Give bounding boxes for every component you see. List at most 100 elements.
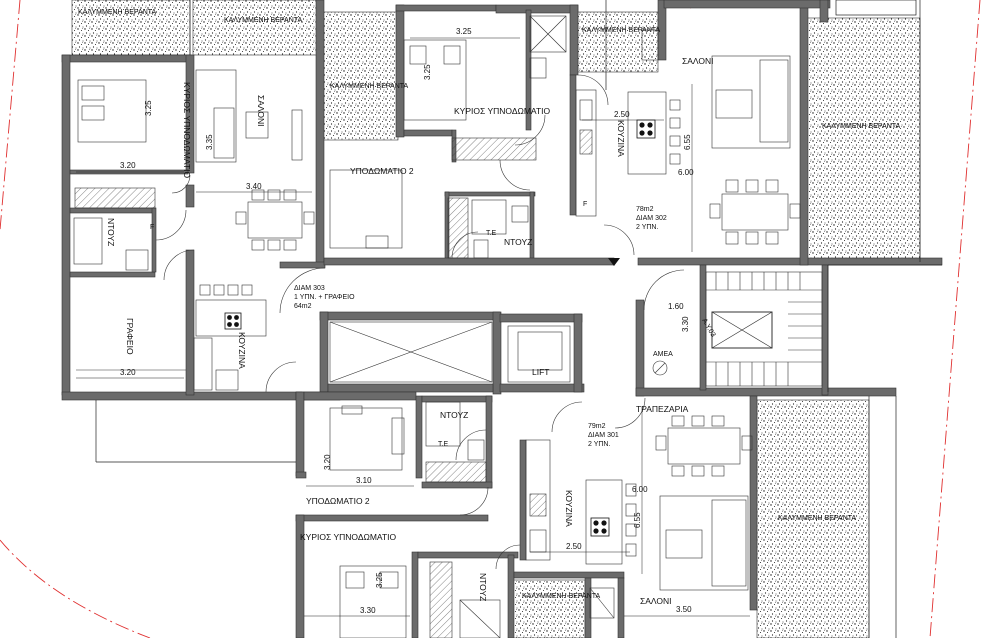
fridge-mark: F bbox=[150, 224, 154, 231]
dimension: 2.50 bbox=[614, 110, 630, 119]
dimension: 6.55 bbox=[633, 512, 642, 528]
label-covered-veranda: ΚΑΛΥΜΜΕΝΗ ΒΕΡΑΝΤΑ bbox=[778, 515, 857, 522]
tv-unit bbox=[291, 109, 303, 161]
dimension: 6.00 bbox=[632, 485, 648, 494]
dimension: 6.00 bbox=[678, 168, 694, 177]
veranda-301-bottom bbox=[512, 579, 586, 638]
sofa bbox=[711, 55, 791, 149]
apt-303-furniture bbox=[73, 69, 326, 393]
sofa bbox=[195, 69, 237, 163]
veranda-302-right bbox=[804, 17, 921, 261]
label-covered-veranda: ΚΑΛΥΜΜΕΝΗ ΒΕΡΑΝΤΑ bbox=[78, 9, 157, 16]
thin-lines bbox=[95, 0, 942, 638]
lift-car bbox=[507, 325, 571, 383]
apt-302-name: ΔΙΑΜ 302 bbox=[636, 215, 667, 222]
dimension: 6.55 bbox=[683, 134, 692, 150]
apt-302-furniture bbox=[329, 15, 801, 259]
dimension: 1.60 bbox=[668, 302, 684, 311]
label-kitchen: ΚΟΥΖΙΝΑ bbox=[564, 490, 574, 527]
dimension: 3.25 bbox=[456, 27, 472, 36]
label-dining-room: ΤΡΑΠΕΖΑΡΙΑ bbox=[636, 404, 689, 414]
shower-tray-2 bbox=[471, 199, 507, 235]
dimension: 3.25 bbox=[144, 100, 153, 116]
cooktop-icon bbox=[224, 312, 242, 330]
dining-table bbox=[721, 193, 789, 231]
veranda-303-left bbox=[71, 0, 191, 56]
label-master-bedroom: ΚΥΡΙΟΣ ΥΠΝΟΔΩΜΑΤΙΟ bbox=[182, 82, 192, 179]
label-shower: ΝΤΟΥΖ bbox=[478, 573, 488, 601]
kitchen-counter bbox=[525, 439, 551, 561]
apt-303-area: 64m2 bbox=[294, 303, 312, 310]
label-shower: ΝΤΟΥΖ bbox=[440, 410, 468, 420]
apt-303-desc: 1 ΥΠΝ. + ΓΡΑΦΕΙΟ bbox=[294, 294, 355, 301]
sofa bbox=[659, 495, 749, 591]
wardrobe bbox=[425, 461, 487, 483]
fridge-mark: F bbox=[583, 201, 587, 208]
label-master-bedroom: ΚΥΡΙΟΣ ΥΠΝΟΔΩΜΑΤΙΟ bbox=[454, 106, 551, 116]
wardrobe bbox=[74, 187, 156, 209]
shower-tray bbox=[425, 401, 461, 447]
apt-302-area: 78m2 bbox=[636, 206, 654, 213]
wardrobe-2 bbox=[429, 561, 453, 638]
label-covered-veranda: ΚΑΛΥΜΜΕΝΗ ΒΕΡΑΝΤΑ bbox=[822, 123, 901, 130]
shower-tray-2 bbox=[459, 599, 501, 638]
dimension: 3.10 bbox=[356, 476, 372, 485]
dimension: 3.20 bbox=[323, 454, 332, 470]
dimension: 3.35 bbox=[205, 134, 214, 150]
label-toilet: Τ.Ε bbox=[486, 230, 496, 237]
basin bbox=[467, 439, 485, 461]
entry-arrow-icon bbox=[608, 258, 620, 266]
label-kitchen: ΚΟΥΖΙΝΑ bbox=[616, 120, 626, 157]
dimension: 3.30 bbox=[681, 316, 690, 332]
bed-2 bbox=[329, 407, 403, 471]
verandas bbox=[71, 0, 921, 638]
dimension: 3.25 bbox=[423, 64, 432, 80]
label-covered-veranda: ΚΑΛΥΜΜΕΝΗ ΒΕΡΑΝΤΑ bbox=[330, 83, 409, 90]
dining-table bbox=[667, 427, 741, 465]
label-covered-veranda: ΚΑΛΥΜΜΕΝΗ ΒΕΡΑΝΤΑ bbox=[522, 593, 601, 600]
wc-small bbox=[589, 587, 615, 619]
coffee-table bbox=[715, 89, 753, 119]
stair-treads bbox=[715, 272, 822, 386]
veranda-302-left bbox=[322, 11, 399, 141]
pillow bbox=[81, 105, 105, 121]
dining-table bbox=[247, 201, 303, 239]
basin bbox=[511, 205, 529, 223]
veranda-302-small bbox=[577, 11, 659, 73]
apartment-info: ΔΙΑΜ 303 1 ΥΠΝ. + ΓΡΑΦΕΙΟ 64m2 78m2 ΔΙΑΜ… bbox=[294, 206, 667, 448]
veranda-303-right bbox=[192, 0, 319, 56]
apt-302-desc: 2 ΥΠΝ. bbox=[636, 224, 658, 231]
pillow bbox=[81, 85, 105, 101]
coffee-table bbox=[665, 529, 703, 559]
wc-small bbox=[641, 29, 659, 61]
coffee-table bbox=[245, 111, 269, 139]
stairs bbox=[643, 269, 823, 387]
label-toilet: Τ.Ε bbox=[438, 441, 448, 448]
dimension: 3.25 bbox=[375, 572, 384, 588]
label-living-room: ΣΑΛΟΝΙ bbox=[682, 56, 714, 66]
apt-301-name: ΔΙΑΜ 301 bbox=[588, 432, 619, 439]
dimensions: 3.25 3.20 3.35 3.40 3.20 3.25 3.25 2.50 … bbox=[120, 27, 694, 615]
sofa-seat bbox=[213, 107, 235, 159]
dimension: 3.20 bbox=[120, 161, 136, 170]
toilet bbox=[529, 57, 547, 79]
bed bbox=[339, 565, 407, 638]
veranda-301-right bbox=[756, 399, 870, 638]
cooktop-icon bbox=[590, 517, 610, 537]
label-kitchen: ΚΟΥΖΙΝΑ bbox=[237, 332, 247, 369]
label-shower: ΝΤΟΥΖ bbox=[504, 237, 532, 247]
apt-303-name: ΔΙΑΜ 303 bbox=[294, 285, 325, 292]
core bbox=[329, 321, 571, 383]
label-living-room: ΣΑΛΟΝΙ bbox=[640, 596, 672, 606]
dimension: 3.20 bbox=[120, 368, 136, 377]
wardrobe bbox=[451, 137, 537, 161]
bed bbox=[77, 79, 147, 143]
label-office: ΓΡΑΦΕΙΟ bbox=[125, 318, 135, 355]
shower-tray bbox=[73, 217, 103, 265]
label-shower: ΝΤΟΥΖ bbox=[106, 218, 116, 246]
label-covered-veranda: ΚΑΛΥΜΜΕΝΗ ΒΕΡΑΝΤΑ bbox=[582, 27, 661, 34]
kitchen-island bbox=[585, 479, 623, 565]
apt-301-desc: 2 ΥΠΝ. bbox=[588, 441, 610, 448]
